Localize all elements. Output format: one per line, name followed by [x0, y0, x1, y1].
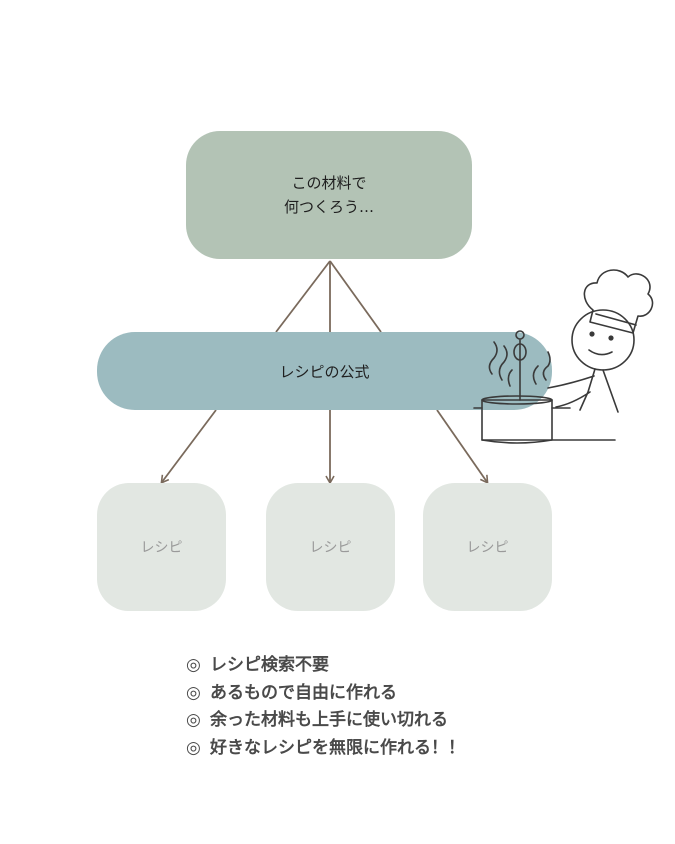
- chef-head: [572, 310, 634, 370]
- benefit-item: ◎レシピ検索不要: [186, 652, 606, 680]
- benefit-item: ◎あるもので自由に作れる: [186, 680, 606, 708]
- double-circle-icon: ◎: [186, 735, 210, 763]
- benefit-text: 余った材料も上手に使い切れる: [210, 710, 448, 730]
- benefit-text: レシピ検索不要: [210, 655, 329, 675]
- benefit-text: あるもので自由に作れる: [210, 683, 397, 703]
- benefits-list: ◎レシピ検索不要 ◎あるもので自由に作れる ◎余った材料も上手に使い切れる ◎好…: [186, 652, 606, 762]
- pot: [482, 400, 552, 443]
- chef-body: [580, 369, 595, 410]
- chef-hat: [584, 270, 652, 333]
- steam: [489, 342, 497, 374]
- benefit-item: ◎好きなレシピを無限に作れる！！: [186, 735, 606, 763]
- double-circle-icon: ◎: [186, 680, 210, 708]
- double-circle-icon: ◎: [186, 652, 210, 680]
- benefit-item: ◎余った材料も上手に使い切れる: [186, 707, 606, 735]
- double-circle-icon: ◎: [186, 707, 210, 735]
- benefit-text: 好きなレシピを無限に作れる！！: [210, 738, 465, 758]
